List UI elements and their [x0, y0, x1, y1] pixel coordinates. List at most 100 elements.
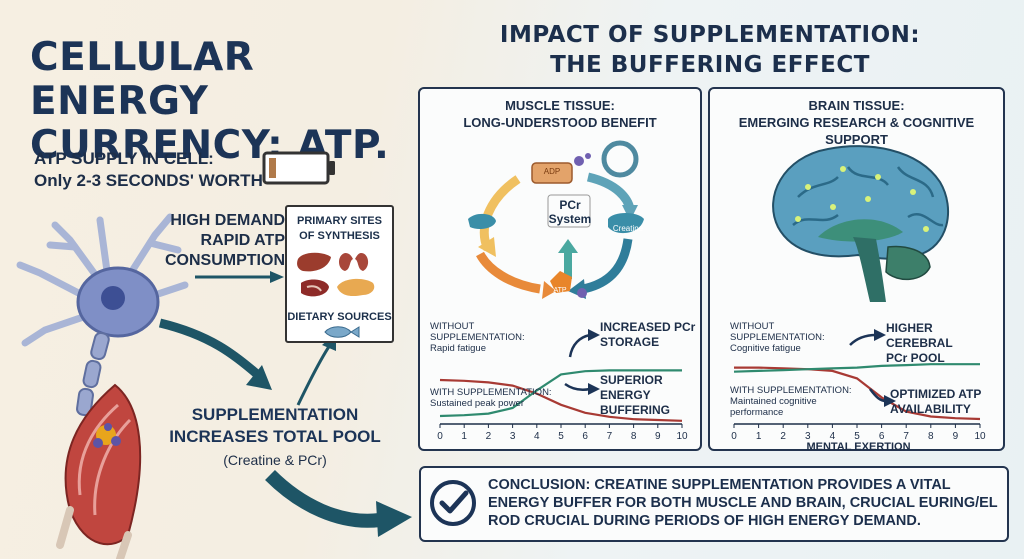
- synthesis-title-line1: PRIMARY SITES: [297, 215, 382, 227]
- pcr-system-label: PCr System: [548, 198, 592, 226]
- supplementation-title: SUPPLEMENTATION INCREASES TOTAL POOL: [150, 404, 400, 448]
- brain-callout-bottom: OPTIMIZED ATP AVAILABILITY: [890, 387, 1000, 417]
- muscle-title-line2: LONG-UNDERSTOOD BENEFIT: [463, 115, 657, 130]
- impact-title-line1: IMPACT OF SUPPLEMENTATION:: [499, 22, 921, 48]
- brain-callout-top-line2: PCr POOL: [886, 351, 945, 365]
- brain-title-line1: BRAIN TISSUE:: [808, 98, 905, 113]
- low-battery-icon: [262, 151, 335, 185]
- muscle-tissue-panel: MUSCLE TISSUE: LONG-UNDERSTOOD BENEFIT P…: [418, 87, 702, 451]
- creatine-label: Creatine: [612, 224, 644, 233]
- brain-without-label: WITHOUT SUPPLEMENTATION: Cognitive fatig…: [730, 321, 825, 354]
- adp-molecule: [531, 162, 573, 184]
- x-tick-label: 9: [952, 431, 959, 442]
- muscle-title-line1: MUSCLE TISSUE:: [505, 98, 615, 113]
- callout-arrowhead: [588, 329, 600, 341]
- muscle-callout-top-line1: INCREASED PCr: [600, 320, 696, 334]
- muscle-without-label: WITHOUT SUPPLEMENTATION: Rapid fatigue: [430, 321, 525, 354]
- phosphate-icon: [577, 288, 587, 298]
- phosphate-icon: [574, 156, 584, 166]
- synthesis-title-line2: OF SYNTHESIS: [299, 230, 380, 242]
- atp-supply-line1: ATP SUPPLY IN CELL:: [34, 149, 214, 168]
- brain-with-line1: WITH SUPPLEMENTATION:: [730, 385, 852, 396]
- x-tick-label: 4: [829, 431, 836, 442]
- brain-callout-top-line1: HIGHER CEREBRAL: [886, 321, 953, 350]
- callout-arrowhead: [874, 329, 886, 341]
- brain-with-label: WITH SUPPLEMENTATION: Maintained cogniti…: [730, 385, 852, 418]
- high-demand-label: HIGH DEMAND RAPID ATP CONSUMPTION: [150, 211, 285, 271]
- organ-icons: [297, 252, 375, 297]
- callout-arrow: [568, 333, 591, 358]
- kidney-icon: [339, 253, 353, 271]
- series-line-with: [439, 369, 682, 418]
- brain-corpus: [818, 219, 903, 242]
- x-tick-label: 5: [854, 431, 860, 442]
- brain-with-line2: Maintained cognitive: [730, 396, 817, 407]
- neuron-nucleus: [101, 286, 125, 310]
- atp-star: [550, 271, 572, 293]
- synthesis-sites-box: PRIMARY SITES OF SYNTHESIS DIETARY SOURC…: [285, 205, 394, 343]
- x-tick-label: 3: [805, 431, 811, 442]
- liver-icon: [297, 252, 331, 272]
- neuron-axon: [76, 331, 110, 417]
- muscle-callout-bottom-line2: ENERGY: [600, 388, 651, 402]
- brain-without-line1: WITHOUT: [730, 321, 775, 332]
- x-tick-label: 7: [903, 431, 909, 442]
- high-demand-line2: RAPID ATP: [200, 232, 285, 249]
- flow-arrows: [158, 271, 412, 537]
- callout-arrowhead: [884, 395, 896, 407]
- pcr-system-line2: System: [548, 212, 592, 226]
- dietary-sources-label: DIETARY SOURCES: [287, 311, 392, 323]
- muscle-callout-bottom: SUPERIOR ENERGY BUFFERING: [600, 373, 696, 418]
- impact-title-line2: THE BUFFERING EFFECT: [550, 52, 870, 78]
- brain-callout-top: HIGHER CEREBRAL PCr POOL: [886, 321, 1002, 366]
- muscle-with-label: WITH SUPPLEMENTATION: Sustained peak pow…: [430, 387, 552, 409]
- muscle-callout-bottom-line1: SUPERIOR: [600, 373, 663, 387]
- high-demand-line1: HIGH DEMAND: [170, 212, 285, 229]
- callout-arrowhead: [588, 383, 600, 395]
- series-line-without: [734, 366, 981, 421]
- x-tick-label: 9: [655, 431, 661, 442]
- muscle-with-line2: Sustained peak power: [430, 398, 525, 409]
- x-tick-label: 6: [582, 431, 588, 442]
- muscle-callout-top: INCREASED PCr STORAGE: [600, 320, 696, 350]
- brain-without-line2: SUPPLEMENTATION:: [730, 332, 825, 343]
- checkmark-icon: [430, 480, 476, 526]
- atp-label: ATP: [553, 287, 567, 294]
- x-tick-label: 0: [437, 431, 443, 442]
- pcr-cycle-diagram: [468, 140, 644, 299]
- brain-panel-title: BRAIN TISSUE: EMERGING RESEARCH & COGNIT…: [710, 97, 1003, 148]
- synthesis-title: PRIMARY SITES OF SYNTHESIS: [287, 214, 392, 244]
- brain-x-axis-label: MENTAL EXERTION: [806, 441, 911, 453]
- x-tick-label: 10: [676, 431, 688, 442]
- x-tick-label: 1: [755, 431, 762, 442]
- x-tick-label: 2: [485, 431, 492, 442]
- muscle-callout-top-line2: STORAGE: [600, 335, 660, 349]
- creatine-molecule: [608, 213, 644, 234]
- atp-supply-line2: Only 2-3 SECONDS' WORTH: [34, 171, 263, 190]
- supplementation-line2: INCREASES TOTAL POOL: [169, 427, 381, 446]
- brain-with-line3: performance: [730, 407, 784, 418]
- muscle-without-line2: SUPPLEMENTATION:: [430, 332, 525, 343]
- supplementation-subtitle: (Creatine & PCr): [223, 452, 327, 468]
- x-tick-label: 0: [731, 431, 737, 442]
- muscle-without-line1: WITHOUT: [430, 321, 475, 332]
- fish-icon: [324, 326, 360, 338]
- conclusion-text: CONCLUSION: CREATINE SUPPLEMENTATION PRO…: [488, 477, 998, 529]
- pancreas-icon: [337, 278, 375, 297]
- x-tick-label: 8: [630, 431, 637, 442]
- series-line-without: [439, 378, 683, 422]
- x-tick-label: 2: [780, 431, 786, 442]
- x-tick-label: 10: [974, 431, 986, 442]
- brain-fatigue-chart: [733, 329, 981, 428]
- series-line-with: [733, 363, 980, 373]
- meat-icon: [301, 279, 329, 297]
- x-tick-label: 7: [606, 431, 613, 442]
- impact-title: IMPACT OF SUPPLEMENTATION: THE BUFFERING…: [420, 20, 1000, 80]
- muscle-fatigue-chart: [439, 329, 683, 428]
- muscle-with-line1: WITH SUPPLEMENTATION:: [430, 387, 552, 398]
- cycle-arrow-bottom-right: [581, 238, 633, 294]
- conclusion-box: [419, 466, 1009, 542]
- brain-callout-bottom-line2: AVAILABILITY: [890, 402, 971, 416]
- brain-tissue-panel: BRAIN TISSUE: EMERGING RESEARCH & COGNIT…: [708, 87, 1007, 453]
